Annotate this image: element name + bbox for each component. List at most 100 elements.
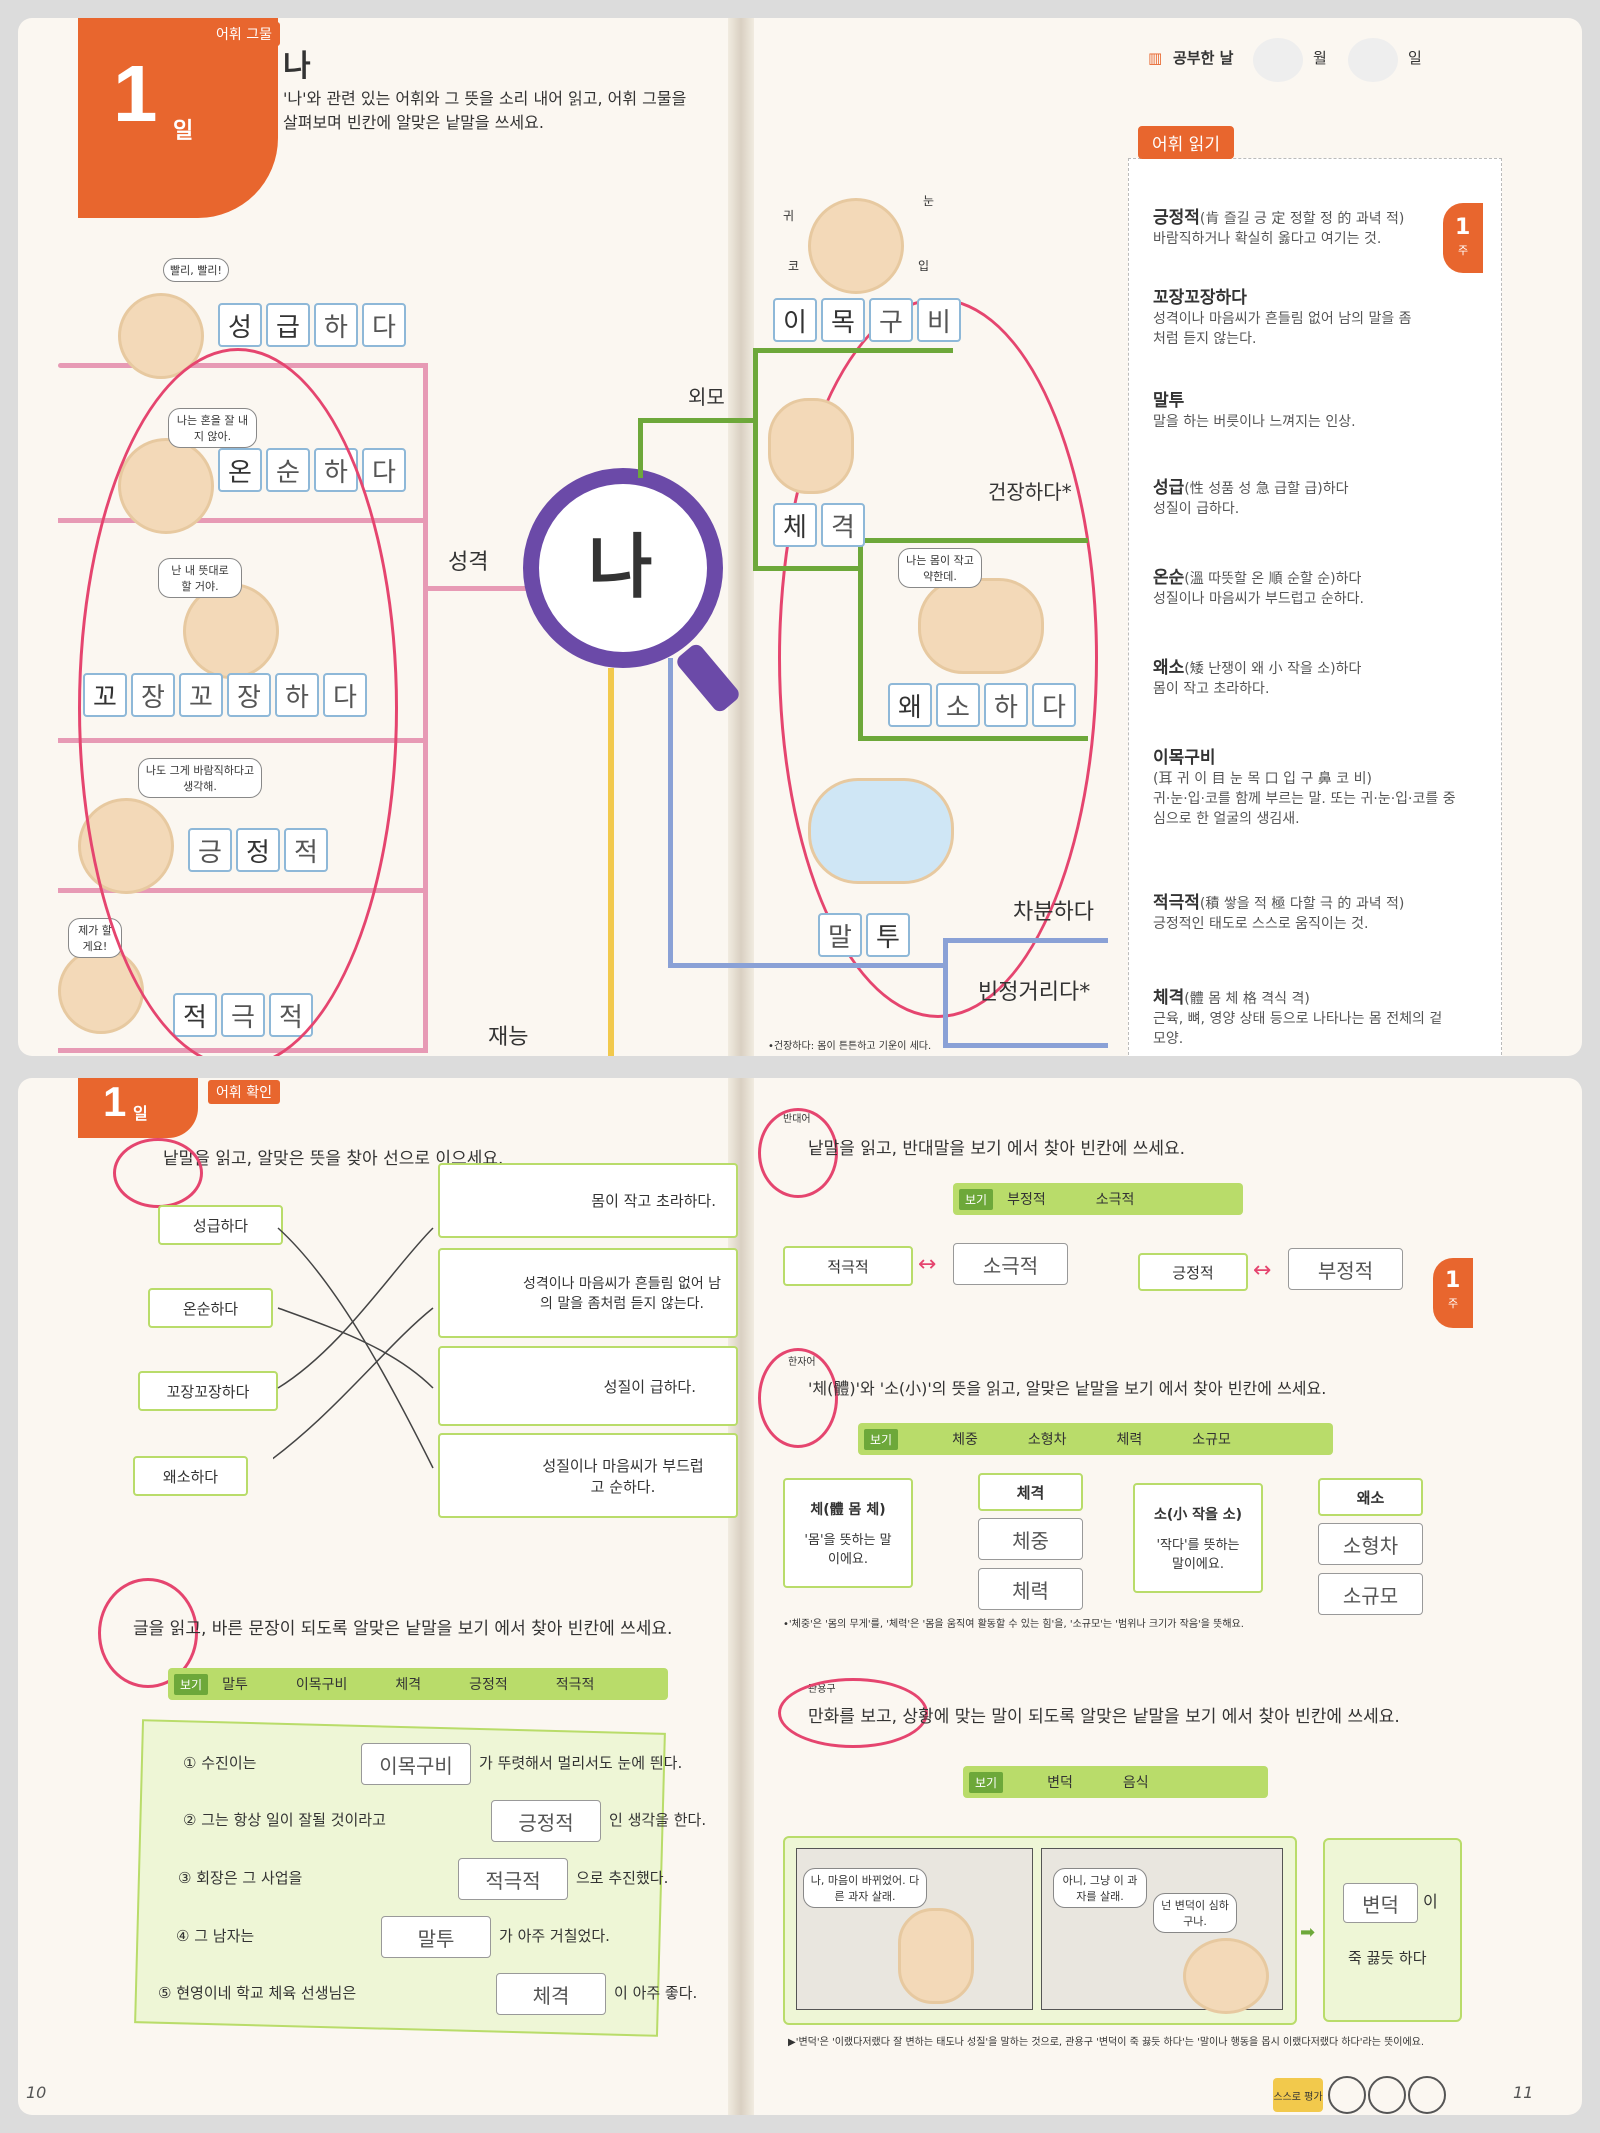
letter-cell[interactable]: 이 — [773, 298, 817, 342]
bogi-bar: 보기 말투 이목구비 체격 긍정적 적극적 — [168, 1668, 668, 1700]
branch-trunk — [423, 363, 428, 1053]
answer-particle: 이 — [1423, 1892, 1438, 1911]
branch-line — [638, 418, 643, 478]
word-box[interactable]: 왜소하다 — [133, 1456, 248, 1496]
speech-illustration — [808, 778, 954, 884]
option: 부정적 — [1007, 1192, 1046, 1208]
day-input[interactable] — [1348, 38, 1398, 82]
sentence-prefix: ① 수진이는 — [183, 1754, 257, 1772]
sentence-prefix: ④ 그 남자는 — [176, 1927, 255, 1945]
answer-input[interactable]: 긍정적 — [491, 1800, 601, 1842]
letter-cell[interactable]: 다 — [362, 303, 406, 347]
letter-cell[interactable]: 왜 — [888, 683, 932, 727]
face-icon — [808, 198, 904, 294]
letter-cell[interactable]: 성 — [218, 303, 262, 347]
branch-line — [943, 938, 1108, 943]
meaning-box[interactable]: 성질이 급하다. — [438, 1346, 738, 1426]
answer-panel — [1323, 1838, 1462, 2022]
answer-input[interactable]: 체력 — [978, 1568, 1083, 1610]
letter-cell[interactable]: 격 — [821, 503, 865, 547]
letter-cell[interactable]: 급 — [266, 303, 310, 347]
sentence-suffix: 이 아주 좋다. — [614, 1984, 698, 2002]
character-avatar — [1183, 1938, 1269, 2014]
answer-input[interactable]: 체격 — [496, 1973, 606, 2015]
branch-line — [858, 538, 1088, 543]
branch-trunk — [753, 348, 758, 568]
definition-box: 체(體 몸 체) '몸'을 뜻하는 말이에요. — [783, 1478, 913, 1588]
face-label: 입 — [918, 259, 930, 273]
option: 체격 — [395, 1677, 422, 1693]
answer-input[interactable]: 적극적 — [458, 1858, 568, 1900]
answer-input[interactable]: 이목구비 — [361, 1743, 471, 1785]
branch-trunk — [943, 938, 948, 1048]
branch-line — [753, 348, 953, 353]
day-flag — [78, 1078, 198, 1138]
matching-lines — [273, 1227, 434, 1469]
day-flag — [78, 18, 278, 218]
character-avatar — [118, 293, 204, 379]
option: 이목구비 — [295, 1677, 348, 1693]
word-box[interactable]: 꼬장꼬장하다 — [138, 1371, 278, 1411]
vocab-title: 어휘 읽기 — [1138, 126, 1234, 159]
hand-drawn-circle — [113, 1138, 203, 1208]
letter-cell[interactable]: 체 — [773, 503, 817, 547]
letter-cell[interactable]: 다 — [362, 448, 406, 492]
idiom-tail: 죽 끓듯 하다 — [1348, 1949, 1427, 1967]
speech-bubble: 나는 몸이 작고 약한데. — [898, 548, 982, 588]
letter-cell[interactable]: 말 — [818, 913, 862, 957]
answer-input[interactable]: 소규모 — [1318, 1573, 1423, 1615]
meaning-box[interactable]: 몸이 작고 초라하다. — [438, 1163, 738, 1238]
sentence-prefix: ② 그는 항상 일이 잘될 것이라고 — [183, 1811, 386, 1829]
answer-input[interactable]: 소극적 — [953, 1243, 1068, 1285]
answer-input[interactable]: 체중 — [978, 1518, 1083, 1560]
word-box[interactable]: 성급하다 — [158, 1205, 283, 1245]
letter-cell[interactable]: 다 — [1032, 683, 1076, 727]
letter-cell[interactable]: 하 — [984, 683, 1028, 727]
self-eval-label: 스스로 평가 — [1273, 2078, 1323, 2112]
top-spread-photo: 1 일 어휘 그물 나 '나'와 관련 있는 어휘와 그 뜻을 소리 내어 읽고… — [18, 18, 1582, 1056]
happy-face-icon[interactable] — [1328, 2076, 1366, 2114]
bogi-bar: 보기 부정적 소극적 — [953, 1183, 1243, 1215]
bogi-bar: 보기 체중 소형차 체력 소규모 — [858, 1423, 1333, 1455]
branch-line — [753, 566, 863, 571]
sentence-suffix: 으로 추진했다. — [576, 1869, 669, 1887]
letter-cell[interactable]: 목 — [821, 298, 865, 342]
letter-cell[interactable]: 하 — [314, 303, 358, 347]
letter-cell[interactable]: 투 — [866, 913, 910, 957]
option: 말투 — [222, 1677, 248, 1693]
meaning-box[interactable]: 성격이나 마음씨가 흔들림 없어 남의 말을 좀처럼 듣지 않는다. — [438, 1248, 738, 1338]
question-3: 낱말을 읽고, 반대말을 보기 에서 찾아 빈칸에 쓰세요. — [808, 1139, 1186, 1159]
question-tag: 한자어 — [788, 1357, 816, 1368]
speech-bubble: 나, 마음이 바뀌었어. 다른 과자 살래. — [803, 1868, 927, 1908]
answer-input[interactable]: 변덕 — [1343, 1883, 1418, 1923]
branch-line — [943, 1043, 1108, 1048]
vocab-item: 긍정적(肯 즐길 긍 定 정할 정 的 과녁 적)바람직하거나 확실히 옳다고 … — [1153, 208, 1405, 247]
word-box: 적극적 — [783, 1246, 913, 1286]
vocab-panel — [1128, 158, 1502, 1056]
word-box: 체격 — [978, 1473, 1083, 1511]
vocab-item: 적극적(積 쌓을 적 極 다할 극 的 과녁 적)긍정적인 태도로 스스로 움직… — [1153, 893, 1405, 932]
page-number: 11 — [1513, 2083, 1534, 2102]
branch-line — [858, 736, 1088, 741]
option: 소형차 — [1027, 1432, 1067, 1448]
answer-input[interactable]: 말투 — [381, 1916, 491, 1958]
answer-input[interactable]: 소형차 — [1318, 1523, 1423, 1565]
sentence-prefix: ③ 회장은 그 사업을 — [178, 1869, 303, 1887]
meaning-box[interactable]: 성질이나 마음씨가 부드럽고 순하다. — [438, 1433, 738, 1518]
bottom-spread-photo: 1 일 어휘 확인 낱말을 읽고, 알맞은 뜻을 찾아 선으로 이으세요. 성급… — [18, 1078, 1582, 2115]
arrow-icon: ↔ — [1253, 1258, 1272, 1283]
letter-cell[interactable]: 소 — [936, 683, 980, 727]
neutral-face-icon[interactable] — [1368, 2076, 1406, 2114]
letter-cell[interactable]: 비 — [917, 298, 961, 342]
letter-cell[interactable]: 구 — [869, 298, 913, 342]
hand-drawn-circle — [758, 1348, 838, 1448]
month-input[interactable] — [1253, 38, 1303, 82]
instruction-line-2: 살펴보며 빈칸에 알맞은 낱말을 쓰세요. — [283, 113, 544, 132]
word-box[interactable]: 온순하다 — [148, 1288, 273, 1328]
answer-input[interactable]: 부정적 — [1288, 1248, 1403, 1290]
arrow-icon: ↔ — [918, 1252, 937, 1277]
sad-face-icon[interactable] — [1408, 2076, 1446, 2114]
